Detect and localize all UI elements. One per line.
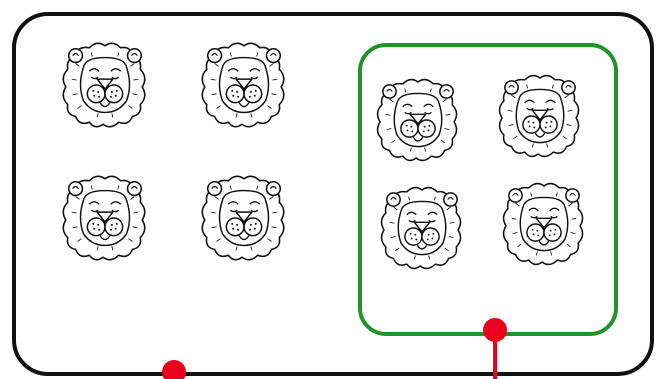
lion-face-icon <box>380 186 462 270</box>
lion-face-icon <box>62 175 146 261</box>
outer-box <box>12 12 654 376</box>
lion-face-icon <box>376 78 458 162</box>
lion-face-icon <box>201 175 285 261</box>
inner-box <box>358 43 618 336</box>
lion-face-icon <box>498 74 580 158</box>
lion-face-icon <box>502 182 584 266</box>
inner-box-marker <box>483 318 507 342</box>
lion-face-icon <box>201 42 285 128</box>
outer-box-marker <box>162 360 186 379</box>
lion-face-icon <box>62 42 146 128</box>
